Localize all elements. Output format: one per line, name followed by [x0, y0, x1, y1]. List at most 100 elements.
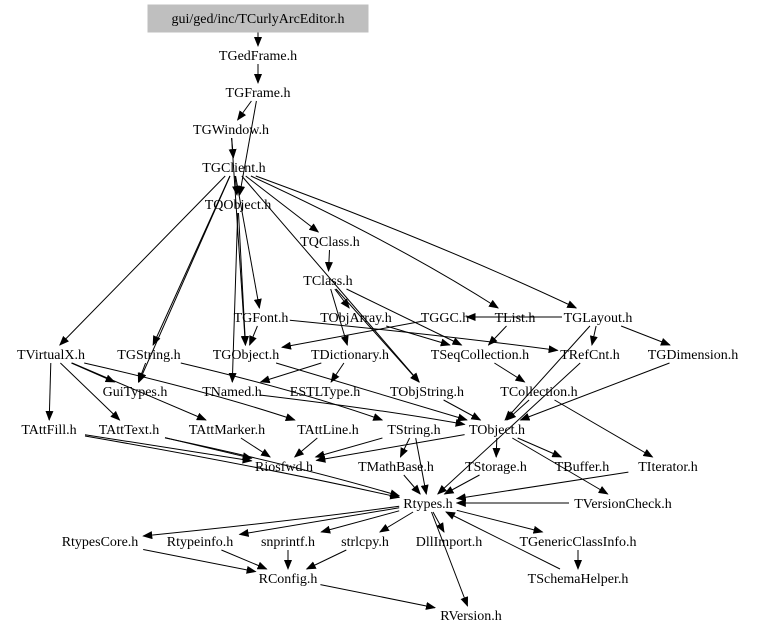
- edge-tlist-to-tseq-collection: [487, 325, 507, 346]
- node-label: strlcpy.h: [341, 535, 389, 550]
- node-label: TObjArray.h: [320, 311, 392, 326]
- edge-rconfig-to-rversion: [320, 584, 436, 610]
- edge-rtypeinfo-to-rconfig: [221, 549, 268, 570]
- edge-tclass-to-tobj-string: [335, 288, 420, 383]
- node-tclass[interactable]: TClass.h: [303, 274, 352, 289]
- node-tlist[interactable]: TList.h: [495, 311, 536, 326]
- node-tgfont[interactable]: TGFont.h: [234, 311, 289, 326]
- node-tgstring[interactable]: TGString.h: [117, 348, 180, 363]
- node-label: TVirtualX.h: [17, 348, 85, 363]
- edge-tgfont-to-tref-cnt: [289, 319, 559, 354]
- node-tatt-text[interactable]: TAttText.h: [99, 423, 160, 438]
- node-label: snprintf.h: [261, 535, 315, 550]
- node-label: TQClass.h: [300, 235, 360, 250]
- node-tseq-collection[interactable]: TSeqCollection.h: [431, 348, 529, 363]
- edge-tgclient-to-tqobject: [232, 175, 241, 196]
- edge-tgclient-to-tvirtual-x: [59, 175, 226, 346]
- node-label: TAttText.h: [99, 423, 160, 438]
- node-tcollection[interactable]: TCollection.h: [500, 385, 577, 400]
- edge-tgclient-to-gui-types: [138, 175, 231, 383]
- node-estltype[interactable]: ESTLType.h: [290, 385, 360, 400]
- node-tqclass[interactable]: TQClass.h: [300, 235, 360, 250]
- node-tversion-check[interactable]: TVersionCheck.h: [574, 497, 672, 512]
- node-root[interactable]: gui/ged/inc/TCurlyArcEditor.h: [147, 4, 369, 33]
- node-label: TMathBase.h: [358, 460, 434, 475]
- node-label: TGWindow.h: [193, 123, 269, 138]
- node-label: TDictionary.h: [311, 348, 389, 363]
- node-rtypes-core[interactable]: RtypesCore.h: [62, 535, 139, 550]
- edge-tggc-to-tgobject: [281, 320, 424, 350]
- node-label: TGFrame.h: [226, 86, 291, 101]
- node-tnamed[interactable]: TNamed.h: [202, 385, 261, 400]
- node-rversion[interactable]: RVersion.h: [440, 609, 502, 624]
- node-label: GuiTypes.h: [103, 385, 168, 400]
- edge-rtypes-to-strlcpy: [379, 511, 414, 533]
- edge-tatt-fill-to-riosfwd: [84, 434, 253, 464]
- node-rconfig[interactable]: RConfig.h: [259, 572, 318, 587]
- node-label: TGenericClassInfo.h: [519, 535, 636, 550]
- node-label: TSchemaHelper.h: [528, 572, 629, 587]
- node-tgdimension[interactable]: TGDimension.h: [648, 348, 739, 363]
- node-label: RConfig.h: [259, 572, 318, 587]
- node-tobj-string[interactable]: TObjString.h: [390, 385, 464, 400]
- node-rtypeinfo[interactable]: Rtypeinfo.h: [167, 535, 234, 550]
- node-tobject[interactable]: TObject.h: [469, 423, 525, 438]
- edge-tqobject-to-tnamed: [228, 212, 239, 383]
- node-label: RtypesCore.h: [62, 535, 139, 550]
- edge-tclass-to-tdictionary: [330, 288, 349, 346]
- node-strlcpy[interactable]: strlcpy.h: [341, 535, 389, 550]
- node-tschema-helper[interactable]: TSchemaHelper.h: [528, 572, 629, 587]
- node-label: gui/ged/inc/TCurlyArcEditor.h: [171, 12, 344, 27]
- node-titerator[interactable]: TIterator.h: [638, 460, 697, 475]
- edge-tref-cnt-to-rtypes: [437, 362, 581, 495]
- node-tatt-line[interactable]: TAttLine.h: [297, 423, 358, 438]
- node-label: RVersion.h: [440, 609, 502, 624]
- node-tatt-marker[interactable]: TAttMarker.h: [189, 423, 265, 438]
- node-tstorage[interactable]: TStorage.h: [465, 460, 527, 475]
- node-tgwindow[interactable]: TGWindow.h: [193, 123, 269, 138]
- node-tvirtual-x[interactable]: TVirtualX.h: [17, 348, 85, 363]
- node-tmath-base[interactable]: TMathBase.h: [358, 460, 434, 475]
- edge-rtypes-to-rversion: [431, 511, 469, 607]
- edge-tmath-base-to-rtypes: [403, 474, 421, 495]
- node-tdictionary[interactable]: TDictionary.h: [311, 348, 389, 363]
- edge-tcollection-to-tobject: [506, 399, 530, 421]
- node-dll-import[interactable]: DllImport.h: [416, 535, 483, 550]
- node-tgeneric-class-info[interactable]: TGenericClassInfo.h: [519, 535, 636, 550]
- node-label: TClass.h: [303, 274, 352, 289]
- node-tgclient[interactable]: TGClient.h: [202, 161, 265, 176]
- node-label: Rtypeinfo.h: [167, 535, 234, 550]
- edge-tstring-to-tmath-base: [399, 437, 411, 458]
- node-tref-cnt[interactable]: TRefCnt.h: [560, 348, 620, 363]
- node-tstring[interactable]: TString.h: [387, 423, 440, 438]
- edge-tdictionary-to-tnamed: [259, 362, 322, 384]
- edge-tvirtual-x-to-tatt-fill: [45, 362, 54, 421]
- edge-tobject-to-tstorage: [492, 437, 501, 458]
- node-label: ESTLType.h: [290, 385, 360, 400]
- edge-tgdimension-to-tobject: [519, 362, 670, 421]
- node-tobj-array[interactable]: TObjArray.h: [320, 311, 392, 326]
- node-rtypes[interactable]: Rtypes.h: [403, 497, 452, 512]
- node-tged-frame[interactable]: TGedFrame.h: [219, 49, 297, 64]
- node-tggc[interactable]: TGGC.h: [421, 311, 470, 326]
- edge-rtypes-core-to-rconfig: [143, 549, 257, 574]
- node-tbuffer[interactable]: TBuffer.h: [555, 460, 610, 475]
- node-tglayout[interactable]: TGLayout.h: [564, 311, 633, 326]
- edge-tgframe-to-tgwindow: [237, 100, 252, 121]
- edge-rtypes-to-rtypeinfo: [238, 507, 400, 537]
- node-tqobject[interactable]: TQObject.h: [205, 198, 271, 213]
- node-tgframe[interactable]: TGFrame.h: [226, 86, 291, 101]
- node-label: TGGC.h: [421, 311, 470, 326]
- edge-tobj-array-to-tseq-collection: [386, 325, 451, 347]
- node-riosfwd[interactable]: Riosfwd.h: [255, 460, 313, 475]
- node-label: TGFont.h: [234, 311, 289, 326]
- node-tatt-fill[interactable]: TAttFill.h: [21, 423, 76, 438]
- node-label: TQObject.h: [205, 198, 271, 213]
- edge-tobject-to-tversion-check: [512, 437, 609, 495]
- node-tgobject[interactable]: TGObject.h: [213, 348, 279, 363]
- node-label: TCollection.h: [500, 385, 577, 400]
- node-label: TString.h: [387, 423, 440, 438]
- node-snprintf[interactable]: snprintf.h: [261, 535, 315, 550]
- edge-tseq-collection-to-tcollection: [494, 362, 526, 383]
- node-gui-types[interactable]: GuiTypes.h: [103, 385, 168, 400]
